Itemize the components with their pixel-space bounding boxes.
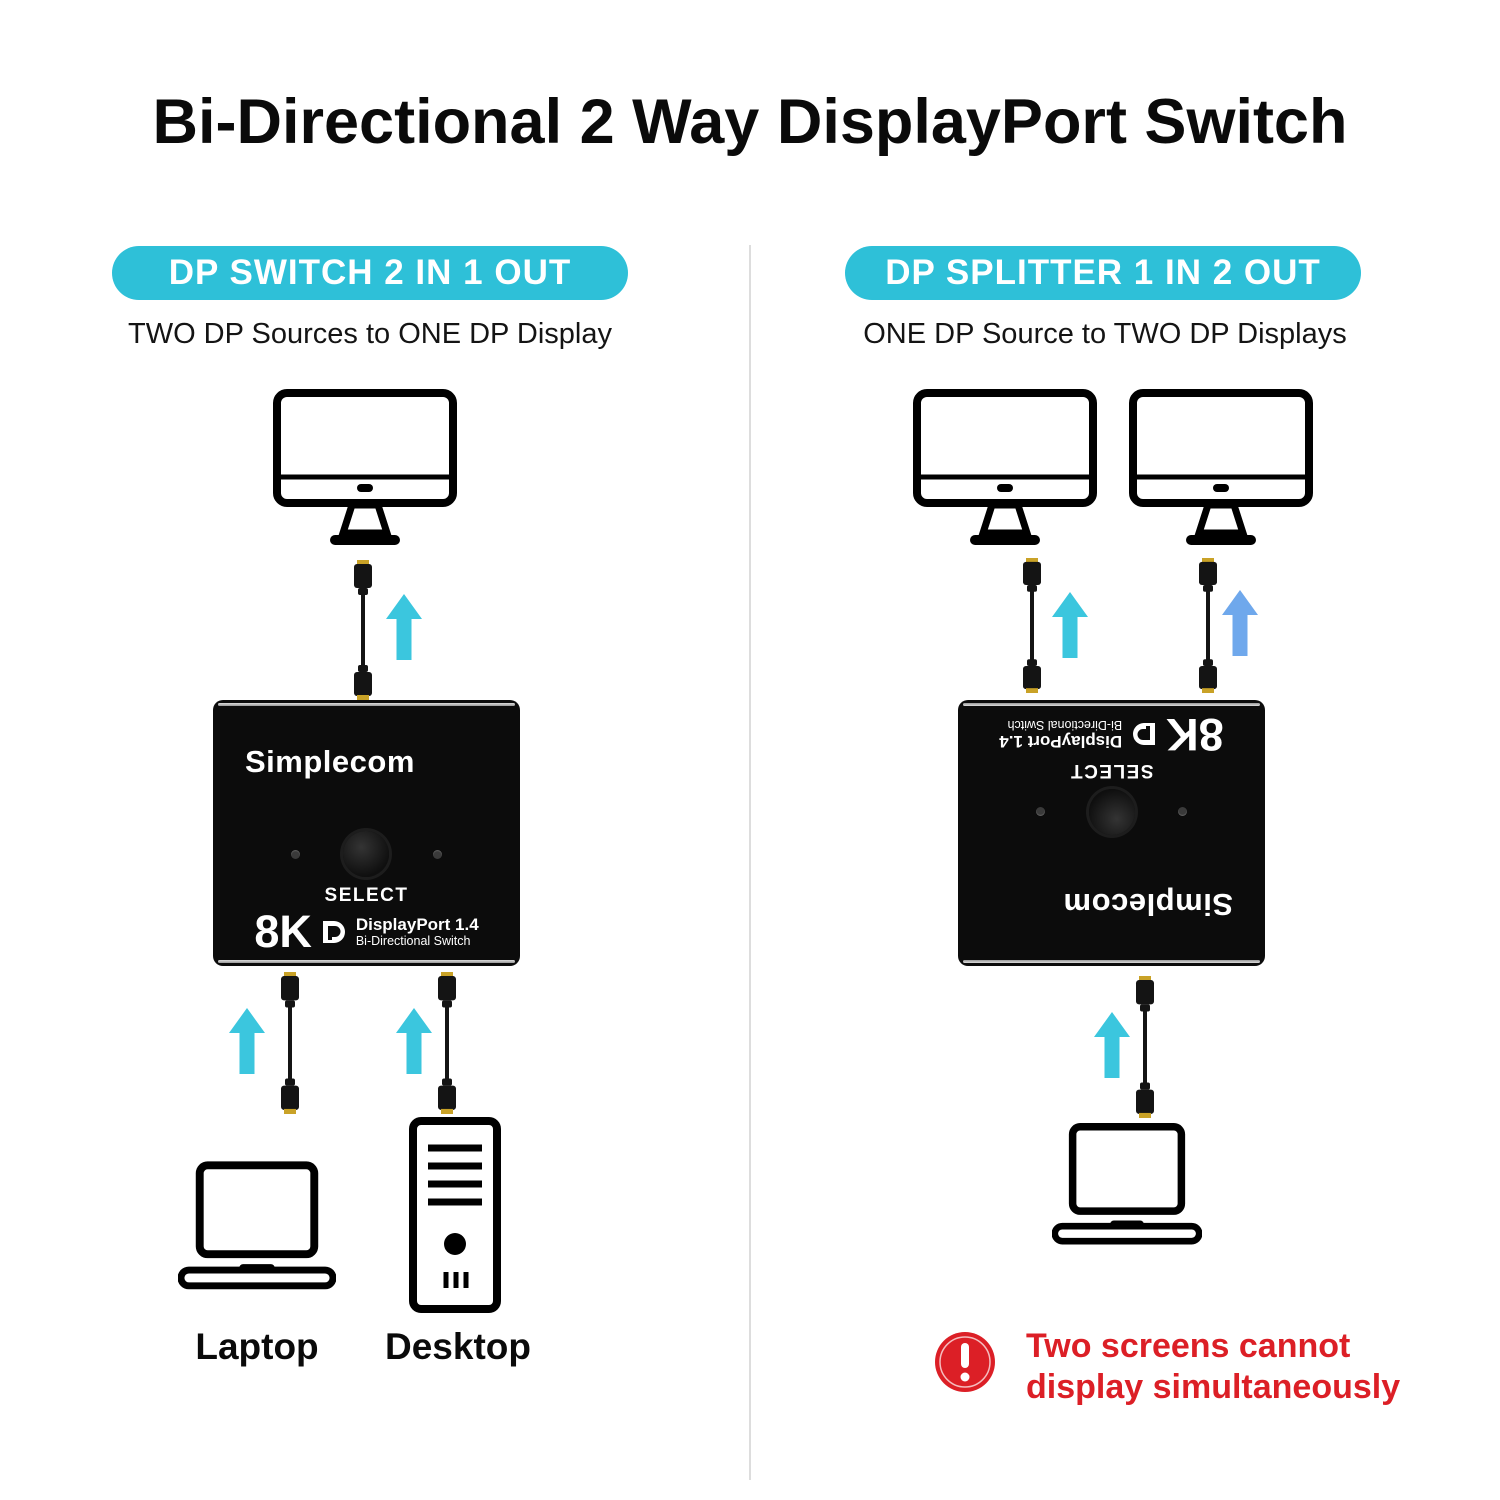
resolution-label: 8K	[1166, 709, 1224, 761]
select-label: SELECT	[1069, 760, 1154, 781]
laptop-label: Laptop	[195, 1326, 319, 1367]
warning-line2: display simultaneously	[1026, 1368, 1401, 1407]
dp-switch-subtitle: TWO DP Sources to ONE DP Display	[127, 318, 612, 350]
device-spec-text: DisplayPort 1.4 Bi-Directional Switch	[999, 717, 1122, 752]
select-label: SELECT	[324, 885, 409, 906]
brand-logo: Simplecom	[245, 744, 415, 779]
dp-switch-badge: DP SWITCH 2 IN 1 OUT	[112, 246, 628, 300]
warning-icon	[935, 1332, 995, 1392]
dp-switch-device: Simplecom SELECT 8K DisplayPort 1.4 Bi-D…	[213, 700, 520, 966]
displayport-logo-icon	[1133, 723, 1156, 746]
up-arrow-icon	[396, 1008, 432, 1074]
up-arrow-icon	[1222, 590, 1258, 656]
up-arrow-icon	[229, 1008, 265, 1074]
dp-cable-icon	[1136, 976, 1154, 1118]
monitor-icon	[1129, 389, 1313, 545]
page-title: Bi-Directional 2 Way DisplayPort Switch	[152, 87, 1348, 157]
brand-logo: Simplecom	[1063, 887, 1233, 922]
laptop-icon	[178, 1161, 336, 1290]
desktop-label: Desktop	[385, 1326, 531, 1367]
warning-text: Two screens cannot display simultaneousl…	[1026, 1326, 1400, 1409]
device-spec-row: 8K DisplayPort 1.4 Bi-Directional Switch	[213, 905, 520, 957]
laptop-icon	[1052, 1123, 1202, 1245]
spec-line1: DisplayPort 1.4	[355, 914, 479, 934]
up-arrow-icon	[386, 594, 422, 660]
up-arrow-icon	[1052, 592, 1088, 658]
resolution-label: 8K	[254, 905, 312, 957]
dp-cable-icon	[354, 560, 372, 700]
dp-cable-icon	[281, 972, 299, 1114]
up-arrow-icon	[1094, 1012, 1130, 1078]
dp-splitter-device: Simplecom SELECT 8K DisplayPort 1.4 Bi-D…	[958, 700, 1265, 966]
dp-splitter-subtitle: ONE DP Source to TWO DP Displays	[863, 318, 1347, 350]
spec-line2: Bi-Directional Switch	[1007, 717, 1123, 732]
indicator-dot	[1178, 807, 1187, 816]
desktop-tower-icon	[409, 1117, 501, 1313]
displayport-logo-icon	[322, 920, 345, 943]
dp-cable-icon	[1023, 558, 1041, 693]
select-button	[343, 831, 389, 877]
warning-line1: Two screens cannot	[1026, 1327, 1351, 1365]
monitor-icon	[913, 389, 1097, 545]
monitor-icon	[273, 389, 457, 545]
spec-line1: DisplayPort 1.4	[999, 732, 1123, 752]
indicator-dot	[433, 850, 442, 859]
indicator-dot	[1036, 807, 1045, 816]
indicator-dot	[291, 850, 300, 859]
dp-cable-icon	[1199, 558, 1217, 693]
spec-line2: Bi-Directional Switch	[355, 934, 471, 949]
device-spec-text: DisplayPort 1.4 Bi-Directional Switch	[356, 915, 479, 950]
select-button	[1089, 789, 1135, 835]
device-spec-row: 8K DisplayPort 1.4 Bi-Directional Switch	[958, 709, 1265, 761]
dp-cable-icon	[438, 972, 456, 1114]
dp-splitter-badge: DP SPLITTER 1 IN 2 OUT	[845, 246, 1361, 300]
center-divider	[749, 245, 751, 1480]
